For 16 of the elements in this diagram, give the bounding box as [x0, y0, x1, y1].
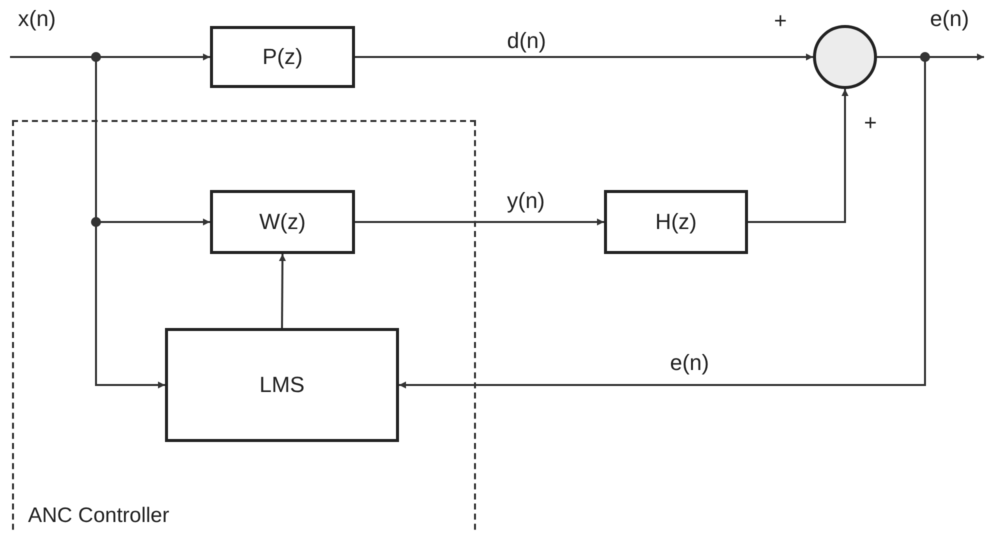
block-label: H(z) [655, 209, 697, 235]
signal-arrow [355, 218, 604, 226]
sign-label: + [774, 8, 787, 34]
group-title: ANC Controller [28, 504, 170, 528]
sign-label: + [864, 110, 877, 136]
signal-arrow [278, 254, 286, 328]
block-label: P(z) [262, 44, 303, 70]
signal-arrow [355, 54, 813, 60]
block [210, 26, 355, 88]
signal-arrow [399, 56, 926, 388]
signal-arrow [748, 89, 848, 223]
block-label: LMS [259, 372, 305, 398]
block [604, 190, 748, 254]
block [210, 190, 355, 254]
block-label: W(z) [259, 209, 306, 235]
block [165, 328, 399, 442]
